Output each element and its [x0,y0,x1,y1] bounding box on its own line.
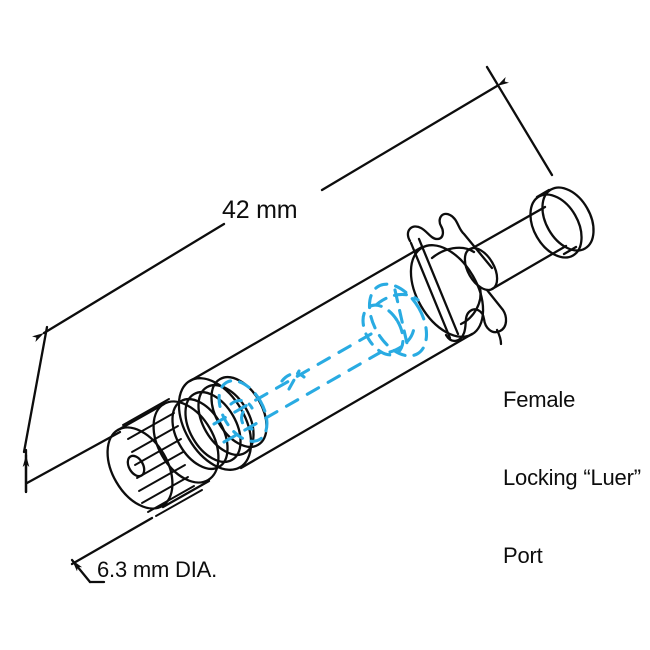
flange-plate-front-edge [409,241,452,340]
plunger-rod-edge-upper [212,328,380,426]
knob-center-hole [126,454,146,478]
dimension-line-right-segment [320,77,510,192]
rod-rib-spoke [287,369,301,391]
plunger-tip-rib [393,288,410,350]
flange-near-outline-lower [444,288,508,343]
barrel-edge-bottom [239,332,474,470]
flange-near-outline-upper [406,212,494,270]
luer-collar-band-top [535,188,551,199]
callout-luer-line-3: Port [503,542,543,568]
flange-plate-back-edge [417,237,460,336]
callout-luer-line-2: Locking “Luer” [503,464,641,490]
plunger-back-disc-ellipse [217,379,269,443]
plunger-knob [106,398,220,517]
plunger-rod-hidden [212,328,390,444]
luer-collar-ring-back [541,186,595,252]
dimension-label-diameter: 6.3 mm DIA. [97,557,218,582]
callout-luer-line-1: Female [503,386,576,412]
plunger-back-disc-detail-2 [240,410,254,431]
diameter-projection-upper [25,430,122,485]
plunger-tip-ellipse-front [367,282,429,358]
luer-inner-step [463,246,499,292]
plunger-tip-ellipse-back [361,303,405,357]
plunger-tip-hidden [361,282,429,358]
plunger-rod-edge-lower [222,346,390,444]
diameter-projection-lower [70,516,154,566]
plunger-back-disc-detail-1 [229,398,254,410]
rod-rib-arc-upper [280,371,306,383]
hidden-internal-lines [212,282,429,444]
witness-line-right [485,65,554,177]
witness-line-left [22,325,49,454]
barrel [177,244,485,471]
finger-flange [406,212,508,343]
luer-shoulder-lower [459,286,482,326]
diameter-arrow-lower [70,558,92,584]
luer-callout-leader [495,328,503,346]
luer-collar-ring-outer [529,193,583,259]
knob-knurling [122,398,203,517]
luer-collar-band-bottom [562,245,578,256]
luer-body-edge-top [469,205,547,251]
knob-silhouette-top [116,402,166,432]
dimension-line-left-segment [32,222,226,343]
dimension-label-length: 42 mm [222,196,298,224]
barrel-edge-top [188,245,424,383]
luer-body-edge-bottom [490,244,568,291]
collar-ring-3 [197,383,255,457]
luer-leader-line [495,328,503,346]
plunger-tip-cone-upper [374,292,420,307]
plunger-back-disc-hidden [217,379,269,443]
dimension-diameter [22,430,154,584]
knob-silhouette-bottom [161,479,211,509]
luer-lock-collar [430,186,595,326]
collar-ring-2 [184,390,242,464]
luer-shoulder-upper [430,246,476,260]
plunger-rod-rib [280,369,306,391]
dimension-length [22,65,554,454]
callout-label-luer-port: Female Locking “Luer” Port [503,335,641,620]
